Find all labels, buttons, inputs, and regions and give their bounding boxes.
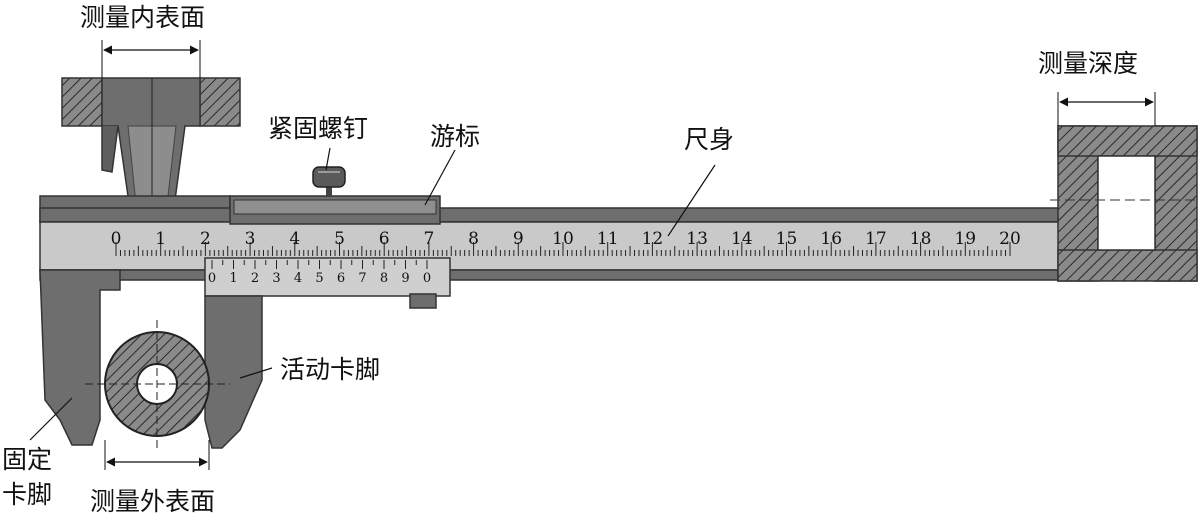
movable-jaw <box>204 295 263 449</box>
label-depth: 测量深度 <box>1038 49 1138 78</box>
vernier-number: 1 <box>229 271 237 286</box>
main-scale-beam <box>39 125 1199 282</box>
inner-dimension-arrow <box>101 40 201 78</box>
main-scale-number: 2 <box>200 229 211 249</box>
fixed-jaw <box>39 269 121 446</box>
vernier-number: 0 <box>208 271 216 286</box>
vernier-scale-ticks <box>211 260 428 269</box>
main-scale-number: 18 <box>910 229 932 249</box>
label-lock-screw: 紧固螺钉 <box>268 114 368 143</box>
vernier-number: 6 <box>337 271 345 286</box>
main-scale-number: 14 <box>731 229 753 249</box>
leader-lines <box>29 147 716 441</box>
main-scale-number: 10 <box>552 229 574 249</box>
main-scale-number: 5 <box>334 229 345 249</box>
label-main-scale: 尺身 <box>684 125 734 154</box>
main-scale-number: 6 <box>379 229 390 249</box>
vernier-number: 8 <box>380 271 388 286</box>
label-fixed-jaw-line1: 固定 <box>2 445 52 474</box>
label-fixed-jaw-line2: 卡脚 <box>2 480 52 509</box>
main-scale-number: 8 <box>468 229 479 249</box>
main-scale-number: 12 <box>642 229 664 249</box>
main-scale-number: 1 <box>155 229 166 249</box>
label-outer-surface: 测量外表面 <box>90 487 215 516</box>
vernier-number: 3 <box>272 271 280 286</box>
label-inner-surface: 测量内表面 <box>80 3 205 32</box>
main-scale-number: 4 <box>289 229 300 249</box>
vernier-number: 7 <box>358 271 366 286</box>
main-scale-number: 11 <box>597 229 619 249</box>
main-scale-number: 16 <box>820 229 842 249</box>
vernier-slider <box>204 195 451 309</box>
main-scale-number: 9 <box>513 229 524 249</box>
main-scale-number: 0 <box>111 229 122 249</box>
main-scale-number: 19 <box>954 229 976 249</box>
main-scale-number: 7 <box>423 229 434 249</box>
main-scale-number: 20 <box>999 229 1021 249</box>
lock-screw-icon <box>312 166 346 196</box>
label-movable-jaw: 活动卡脚 <box>280 355 380 384</box>
main-scale-number: 13 <box>686 229 708 249</box>
workpiece-ring <box>85 320 230 448</box>
main-scale-number: 17 <box>865 229 887 249</box>
depth-dimension-arrow <box>1057 92 1156 126</box>
vernier-number: 2 <box>251 271 259 286</box>
vernier-number: 5 <box>315 271 323 286</box>
label-vernier: 游标 <box>430 122 480 151</box>
inner-jaw-section <box>61 77 241 211</box>
vernier-number: 9 <box>401 271 409 286</box>
outer-dimension-arrow <box>104 440 210 470</box>
vernier-number: 0 <box>423 271 431 286</box>
main-scale-number: 15 <box>776 229 798 249</box>
main-scale-number: 3 <box>245 229 256 249</box>
vernier-number: 4 <box>294 271 302 286</box>
main-scale-ticks <box>115 242 1011 256</box>
